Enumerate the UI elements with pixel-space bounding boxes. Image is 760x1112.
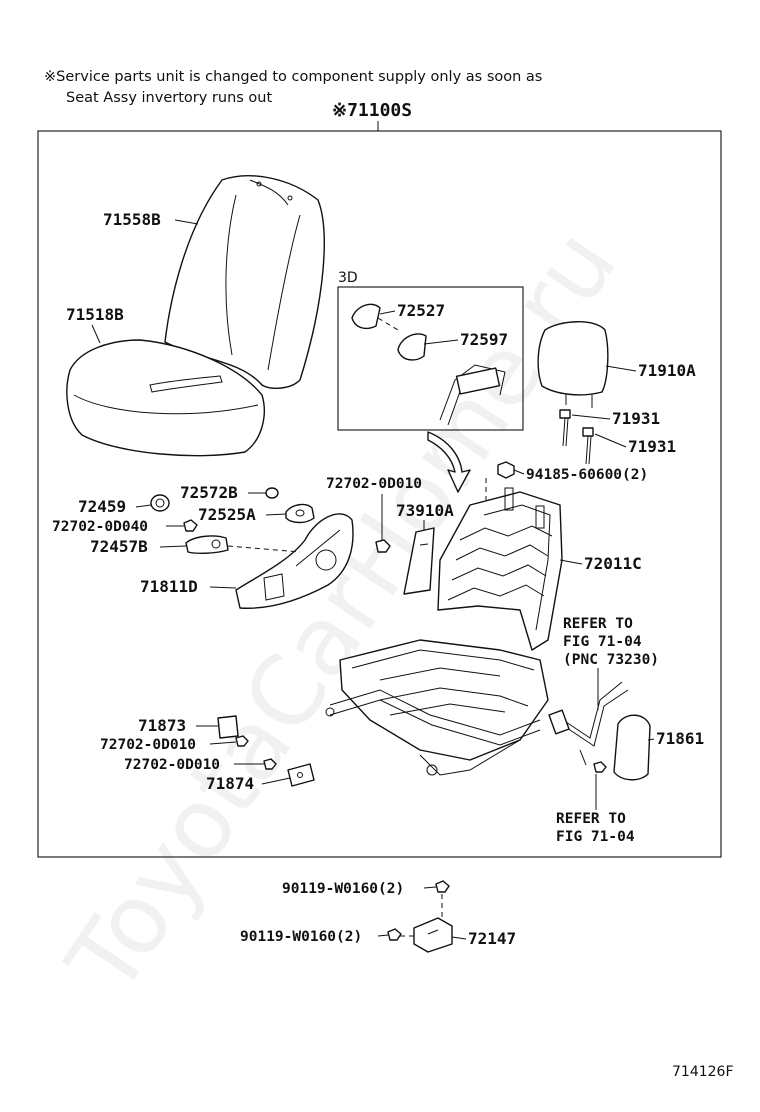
- leader-71874: [261, 777, 291, 785]
- label-90119-W0160-a: 90119-W0160(2): [282, 881, 404, 897]
- label-72011C: 72011C: [584, 554, 642, 573]
- leader-71931-a: [571, 414, 611, 420]
- bolt-72702-0D010-low: [263, 758, 277, 770]
- recliner-cover: [235, 513, 354, 609]
- label-72702-0D040: 72702-0D040: [52, 519, 148, 535]
- bracket-71874: [287, 763, 315, 787]
- bracket-72147: [400, 917, 453, 953]
- service-note-line-1: ※Service parts unit is changed to compon…: [44, 69, 542, 85]
- inset-frame: [337, 286, 524, 431]
- label-72572B: 72572B: [180, 483, 238, 502]
- seatback-cover: [164, 175, 325, 389]
- label-72702-0D010-top: 72702-0D010: [326, 476, 422, 492]
- leader-72525A: [265, 513, 287, 516]
- leader-71910A: [605, 365, 637, 372]
- seat-frame: [325, 478, 563, 776]
- leader-94185-60600: [513, 469, 525, 475]
- seat-cushion-cover: [66, 339, 265, 457]
- headrest-support-1: [559, 409, 571, 447]
- label-90119-W0160-b: 90119-W0160(2): [240, 929, 362, 945]
- label-72525A: 72525A: [198, 505, 256, 524]
- label-72702-0D010-mid: 72702-0D010: [100, 737, 196, 753]
- label-73910A: 73910A: [396, 501, 454, 520]
- screw-side: [387, 928, 402, 941]
- assembly-frame: [37, 130, 722, 858]
- leader-72147: [451, 936, 467, 940]
- label-71910A: 71910A: [638, 361, 696, 380]
- leader-72597: [423, 339, 459, 345]
- knob-72459: [150, 494, 170, 512]
- label-71811D: 71811D: [140, 577, 198, 596]
- refer-lower-line-2[interactable]: FIG 71-04: [556, 829, 635, 845]
- refer-upper-line-2[interactable]: FIG 71-04: [563, 634, 642, 650]
- label-71931-a: 71931: [612, 409, 660, 428]
- label-94185-60600: 94185-60600(2): [526, 467, 648, 483]
- label-72527: 72527: [397, 301, 445, 320]
- headrest-support-2: [582, 427, 594, 465]
- bracket-71873: [217, 715, 239, 739]
- leader-72457B: [159, 545, 187, 548]
- label-72597: 72597: [460, 330, 508, 349]
- refer-upper-line-1[interactable]: REFER TO: [563, 616, 633, 632]
- cover-72525A: [285, 503, 315, 524]
- assembly-label: ※71100S: [332, 100, 412, 121]
- screw-top: [435, 880, 450, 922]
- inset-label: 3D: [338, 270, 358, 286]
- label-71874: 71874: [206, 774, 254, 793]
- label-72147: 72147: [468, 929, 516, 948]
- label-71861: 71861: [656, 729, 704, 748]
- leader-72527: [379, 310, 396, 315]
- leader-90119-W0160-a: [423, 886, 437, 889]
- refer-lower-line-1[interactable]: REFER TO: [556, 811, 626, 827]
- bolt-72702-0D010-top: [375, 539, 391, 553]
- leader-72011C: [559, 559, 583, 565]
- leader-71558B: [174, 219, 199, 225]
- bolt-72702-0D010-mid: [235, 735, 249, 747]
- label-72457B: 72457B: [90, 537, 148, 556]
- leader-72702-0D010-mid: [209, 741, 237, 745]
- lever-72457B: [185, 535, 301, 555]
- lumbar-support: [403, 527, 435, 595]
- leader-90119-W0160-b: [377, 934, 389, 937]
- label-71558B: 71558B: [103, 210, 161, 229]
- service-note-line-2: Seat Assy invertory runs out: [66, 90, 272, 106]
- leader-71811D: [209, 586, 237, 589]
- belt-buckle-cover: [548, 681, 651, 781]
- bolt-72702-0D040: [183, 519, 198, 532]
- figure-code: 714126F: [672, 1064, 734, 1080]
- headrest: [537, 321, 609, 408]
- leader-71861: [647, 738, 655, 741]
- inset-detail: [351, 303, 506, 426]
- leader-71518B: [91, 324, 101, 344]
- label-71931-b: 71931: [628, 437, 676, 456]
- install-arrow: [427, 431, 471, 493]
- refer-upper-line-3[interactable]: (PNC 73230): [563, 652, 659, 668]
- label-71518B: 71518B: [66, 305, 124, 324]
- clip-72572B: [265, 487, 279, 499]
- leader-72459: [135, 504, 152, 508]
- label-71873: 71873: [138, 716, 186, 735]
- label-72702-0D010-low: 72702-0D010: [124, 757, 220, 773]
- leader-71931-b: [594, 433, 627, 448]
- headrest-nut: [497, 461, 515, 479]
- label-72459: 72459: [78, 497, 126, 516]
